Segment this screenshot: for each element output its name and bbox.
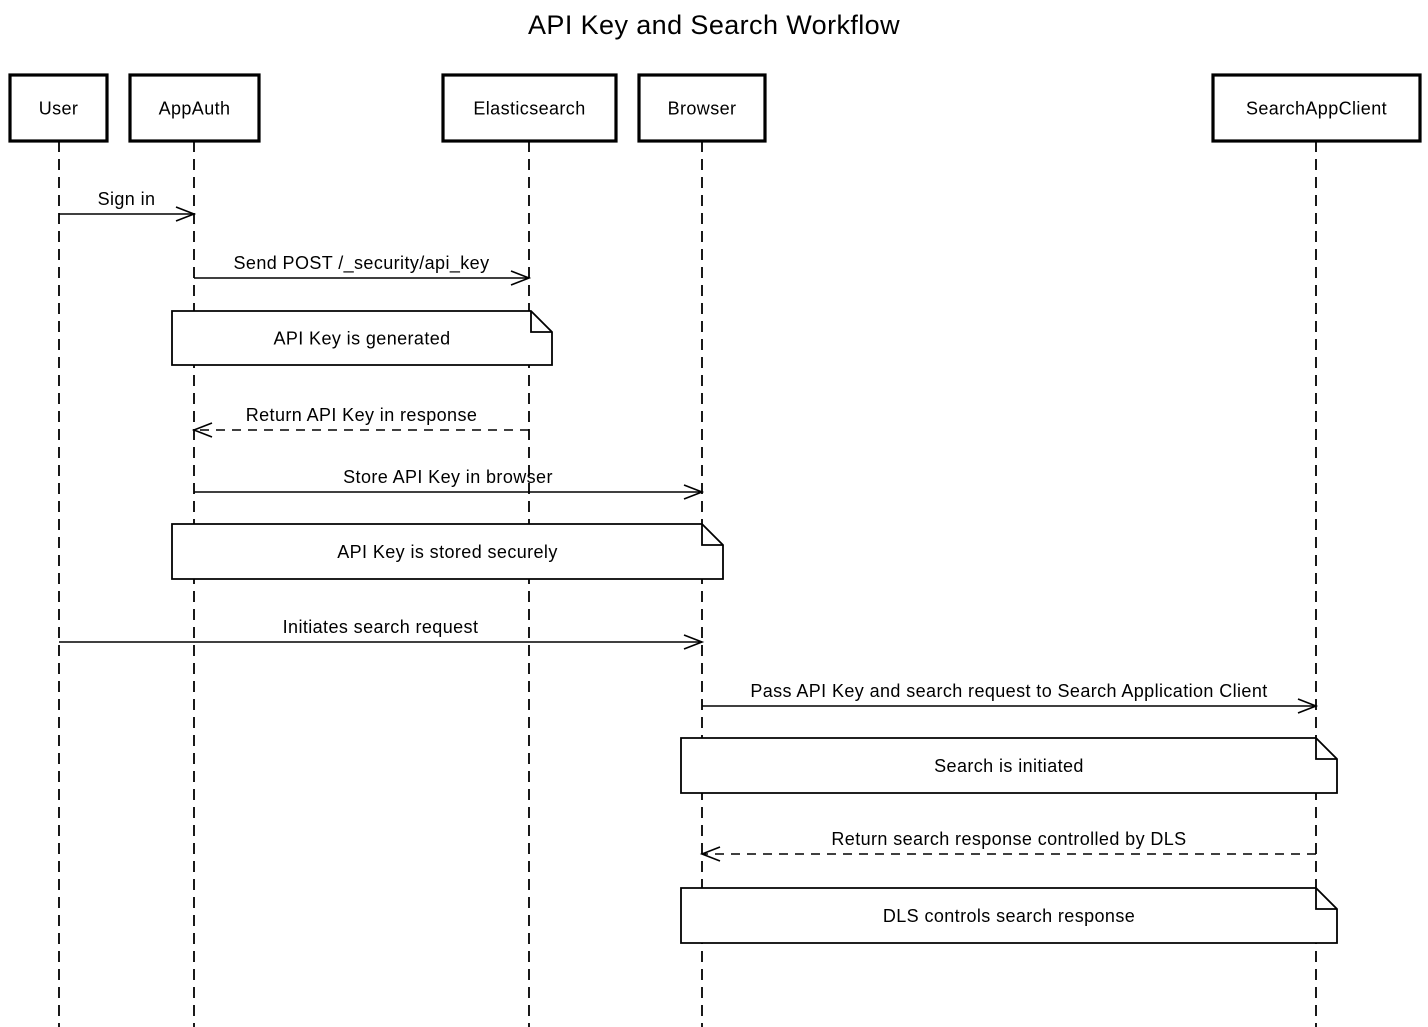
arrowhead-icon bbox=[191, 422, 213, 438]
actor-box-browser bbox=[637, 73, 767, 143]
message-label-3: Store API Key in browser bbox=[343, 467, 553, 487]
note-label-3: DLS controls search response bbox=[883, 906, 1135, 926]
note-0 bbox=[171, 310, 553, 366]
arrowhead-icon bbox=[175, 206, 197, 222]
actor-label-appauth: AppAuth bbox=[159, 99, 231, 119]
note-fold-icon bbox=[530, 311, 552, 333]
actor-box-elasticsearch bbox=[441, 73, 618, 143]
note-fold-icon bbox=[1315, 888, 1337, 910]
note-1 bbox=[171, 523, 724, 580]
actor-label-browser: Browser bbox=[668, 99, 737, 119]
note-2 bbox=[680, 737, 1338, 794]
note-label-2: Search is initiated bbox=[934, 756, 1084, 776]
arrowhead-icon bbox=[699, 846, 721, 862]
arrowhead-icon bbox=[510, 270, 532, 286]
message-label-0: Sign in bbox=[98, 189, 156, 209]
actor-label-elasticsearch: Elasticsearch bbox=[473, 99, 585, 119]
message-label-4: Initiates search request bbox=[283, 617, 479, 637]
message-label-6: Return search response controlled by DLS bbox=[831, 829, 1186, 849]
note-fold-icon bbox=[1315, 738, 1337, 760]
note-label-0: API Key is generated bbox=[273, 329, 450, 349]
arrowhead-icon bbox=[683, 484, 705, 500]
message-label-2: Return API Key in response bbox=[246, 405, 478, 425]
message-label-5: Pass API Key and search request to Searc… bbox=[750, 681, 1267, 701]
note-fold-icon bbox=[701, 524, 723, 546]
actor-label-searchappclient: SearchAppClient bbox=[1246, 99, 1387, 119]
note-3 bbox=[680, 887, 1338, 944]
arrowhead-icon bbox=[1297, 698, 1319, 714]
arrowhead-icon bbox=[683, 634, 705, 650]
message-label-1: Send POST /_security/api_key bbox=[234, 253, 490, 274]
actor-box-searchappclient bbox=[1211, 73, 1422, 143]
actor-box-user bbox=[8, 73, 109, 143]
actor-box-appauth bbox=[128, 73, 261, 143]
note-label-1: API Key is stored securely bbox=[337, 542, 558, 562]
actor-label-user: User bbox=[39, 99, 79, 119]
diagram-title: API Key and Search Workflow bbox=[528, 10, 900, 40]
